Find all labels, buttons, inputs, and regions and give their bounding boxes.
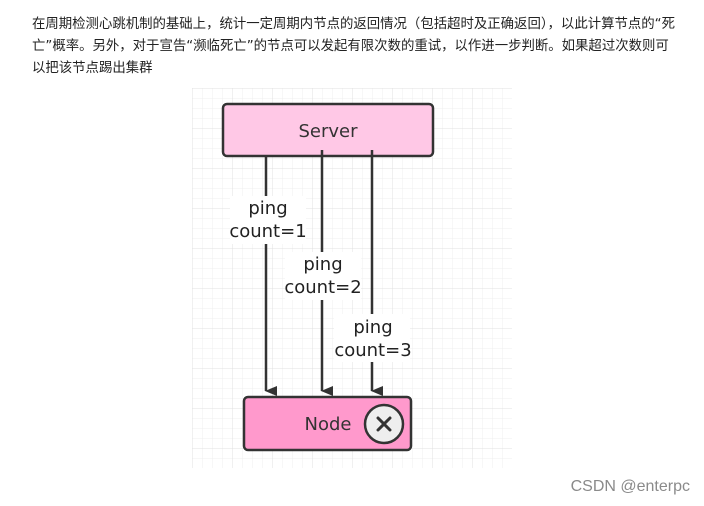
ping-label-1-line1: ping — [248, 198, 287, 219]
ping-label-1-line2: count=1 — [229, 221, 306, 242]
server-label: Server — [298, 121, 358, 142]
node-label: Node — [305, 414, 352, 435]
ping-label-2: ping count=2 — [284, 252, 362, 300]
ping-label-3-line1: ping — [353, 317, 392, 338]
ping-label-1: ping count=1 — [229, 196, 307, 244]
ping-label-3: ping count=3 — [334, 314, 412, 362]
ping-label-2-line1: ping — [303, 254, 342, 275]
ping-label-2-line2: count=2 — [284, 277, 361, 298]
heartbeat-diagram: Server ping count=1 ping count=2 ping co… — [192, 88, 512, 468]
server-box: Server — [221, 102, 435, 158]
article-paragraph: 在周期检测心跳机制的基础上，统计一定周期内节点的返回情况（包括超时及正确返回），… — [32, 17, 675, 76]
ping-label-3-line2: count=3 — [334, 340, 411, 361]
close-icon — [363, 403, 405, 445]
watermark: CSDN @enterpc — [570, 478, 690, 495]
